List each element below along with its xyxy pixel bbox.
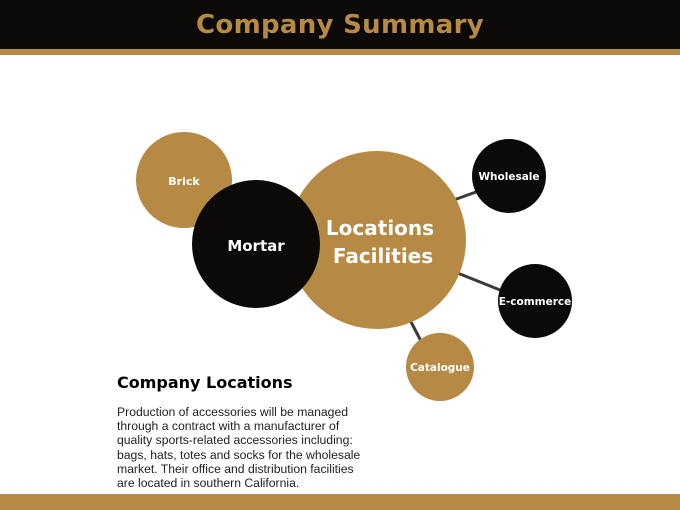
node-catalogue-circle [406,333,474,401]
node-mortar-label: Mortar [227,237,285,255]
node-wholesale-label: Wholesale [478,171,539,183]
node-mortar-circle [192,180,320,308]
node-wholesale-circle [472,139,546,213]
node-catalogue-label: Catalogue [410,362,470,374]
node-brick-label: Brick [168,175,200,188]
node-mortar: Mortar [192,180,320,308]
section-title: Company Locations [117,373,293,392]
node-center-label-line2: Facilities [333,244,433,268]
node-ecommerce-label: E-commerce [499,296,572,308]
connector-ecommerce [454,270,506,294]
node-wholesale: Wholesale [472,139,546,213]
header-bar [0,0,680,50]
body-paragraph: Production of accessories will be manage… [117,405,361,491]
node-center-label-line1: Locations [326,216,434,240]
page-title: Company Summary [196,10,484,40]
node-center: Locations Facilities [288,151,466,329]
node-center-circle [288,151,466,329]
footer-bar [0,494,680,510]
node-catalogue: Catalogue [406,333,474,401]
node-ecommerce-circle [498,264,572,338]
connector-catalogue [408,319,424,344]
header-accent-rule [0,49,680,55]
node-ecommerce: E-commerce [498,264,572,338]
